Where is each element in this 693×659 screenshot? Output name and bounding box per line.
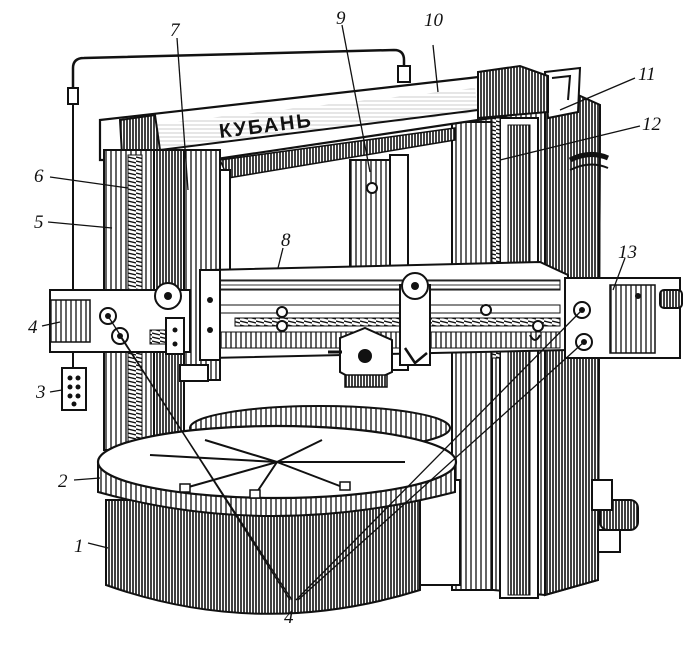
side-carriage-left [49,282,191,355]
tool-head [328,326,393,388]
label-13: 13 [618,242,637,263]
side-carriage-right [564,277,683,359]
label-5: 5 [34,212,44,233]
faceplate-table [96,424,458,517]
top-crossbeam: КУБАНЬ [98,64,549,162]
label-1: 1 [74,536,84,557]
label-11: 11 [638,64,656,85]
right-column [451,66,639,599]
rail-head-right [399,272,431,366]
label-6: 6 [34,166,44,187]
callout-labels: 1 2 3 4 5 6 7 8 9 10 11 12 13 4 [28,8,662,628]
label-4-bottom: 4 [284,607,294,628]
label-12: 12 [642,114,662,135]
label-8: 8 [281,230,291,251]
label-4-left: 4 [28,317,38,338]
control-pendant [61,367,87,411]
rail-head-left [179,269,221,382]
label-9: 9 [336,8,346,29]
label-10: 10 [424,10,444,31]
label-7: 7 [170,20,181,41]
label-3: 3 [35,382,46,403]
label-2: 2 [58,471,68,492]
leader-lines [41,24,641,601]
